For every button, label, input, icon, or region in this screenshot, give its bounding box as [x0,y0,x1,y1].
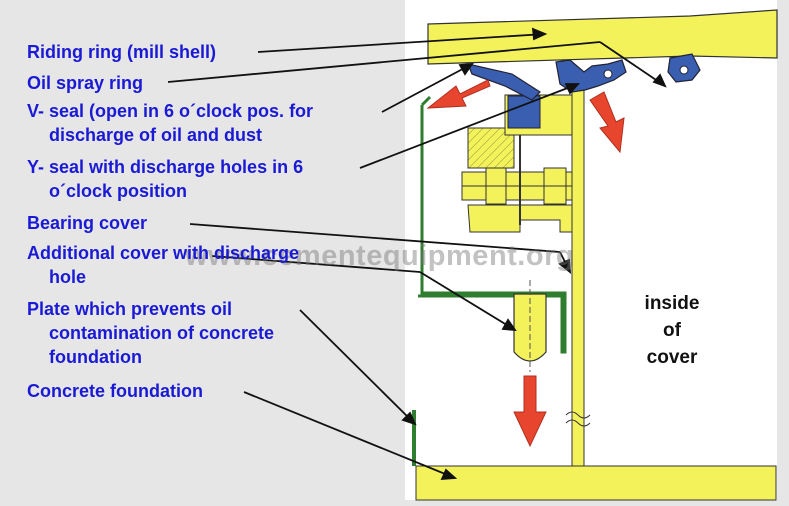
leader-lines [167,27,667,481]
oil-discharge-arrow-left [426,79,491,109]
bearing-cover-outline [418,105,567,354]
inside-text-line1: inside [644,293,700,314]
label-y-seal: Y- seal with discharge holes in 6 o´cloc… [27,155,303,203]
label-y-seal-line1: Y- seal with discharge holes in 6 [27,157,304,177]
label-v-seal-line2: discharge of oil and dust [49,125,263,145]
label-v-seal-line1: V- seal (open in 6 o´clock pos. for [27,101,314,121]
inside-text-line2: of [663,320,681,341]
label-plate-line2: contamination of concrete [49,323,275,343]
label-additional-cover: Additional cover with discharge hole [27,241,299,289]
y-seal-bolt-hole [603,69,613,79]
label-plate-line1: Plate which prevents oil [27,299,233,319]
watermark: www.cementequipment.org [185,240,575,272]
bearing-cover-lip [420,95,432,107]
v-seal [467,63,541,101]
label-concrete-foundation: Concrete foundation [27,381,203,401]
spray-ring-bolt [679,65,689,75]
label-y-seal-line2: o´clock position [49,181,188,201]
label-additional-cover-line1: Additional cover with discharge [27,243,300,263]
label-plate: Plate which prevents oil contamination o… [27,297,274,369]
label-v-seal: V- seal (open in 6 o´clock pos. for disc… [27,99,313,147]
shell-wall [571,79,585,467]
wall-break [565,411,591,427]
oil-discharge-arrow-down [513,375,547,448]
label-additional-cover-line2: hole [49,267,87,287]
inside-text-line3: cover [646,347,698,368]
label-riding-ring: Riding ring (mill shell) [27,42,216,62]
label-bearing-cover: Bearing cover [27,213,148,233]
label-plate-line3: foundation [49,347,142,367]
inside-of-cover-text: inside of cover [612,290,732,371]
label-oil-spray-ring: Oil spray ring [27,73,144,93]
concrete-foundation [415,465,777,501]
oil-discharge-arrow-right [589,91,625,154]
